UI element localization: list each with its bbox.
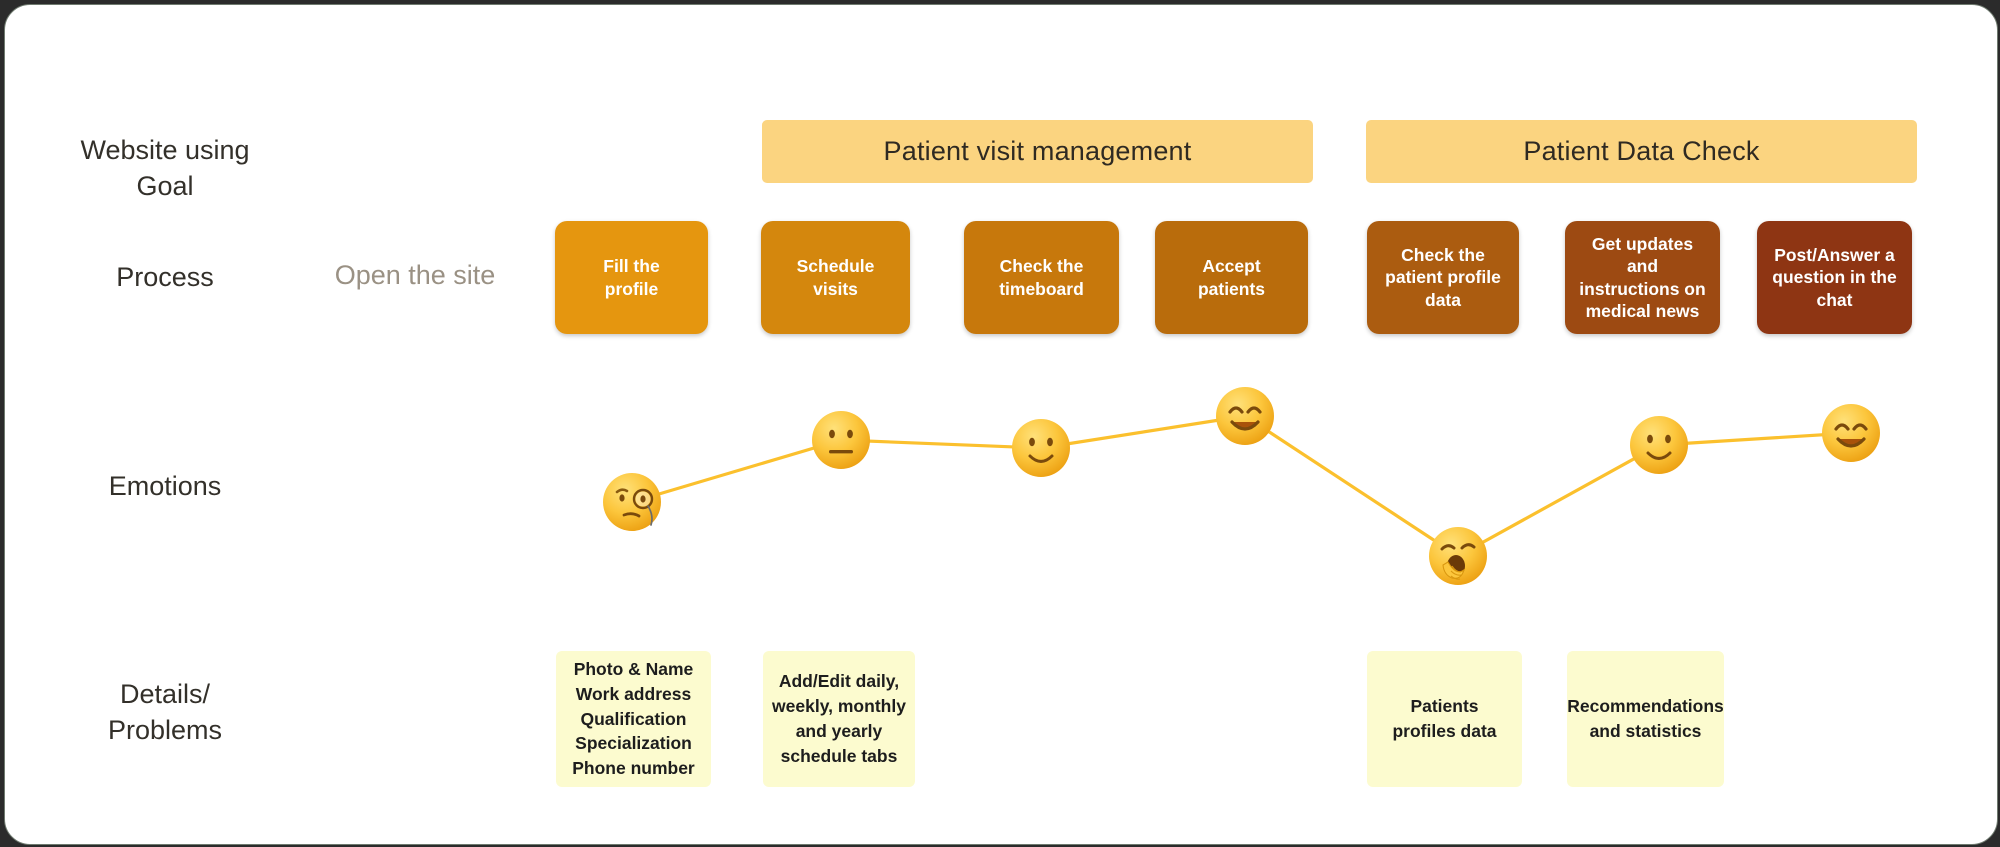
emotion-icon-face-with-monocle	[600, 470, 664, 534]
emotion-icon-neutral-face	[809, 408, 873, 472]
emotion-icon-yawning-face	[1426, 524, 1490, 588]
goal-bar-patient-data-check[interactable]: Patient Data Check	[1366, 120, 1917, 183]
row-label-goal: Website using Goal	[80, 135, 250, 201]
goal-bar-label: Patient visit management	[883, 136, 1192, 166]
process-step-open-the-site: Open the site	[334, 260, 496, 290]
process-card-check-the-timeboard[interactable]: Check the timeboard	[964, 221, 1119, 334]
emotion-icon-smiling-face-with-smiling-eyes-1	[1213, 384, 1277, 448]
row-label-details: Details/ Problems	[107, 679, 223, 745]
process-card-label: Accept patients	[1197, 256, 1266, 299]
detail-note-label: Recommendations and statistics	[1567, 696, 1724, 741]
process-card-label: Check the patient profile data	[1385, 244, 1501, 310]
process-card-label: Post/Answer a question in the chat	[1772, 244, 1897, 310]
detail-note-schedule-tabs[interactable]: Add/Edit daily, weekly, monthly and year…	[763, 651, 915, 787]
detail-note-label: Patients profiles data	[1392, 696, 1497, 741]
emotion-icon-slightly-smiling-face-2	[1627, 413, 1691, 477]
journey-map-canvas: Website using Goal Process Emotions Deta…	[4, 4, 1998, 845]
row-label-process: Process	[116, 262, 214, 292]
row-label-emotions: Emotions	[108, 471, 222, 501]
goal-bar-patient-visit-management[interactable]: Patient visit management	[762, 120, 1313, 183]
process-card-get-updates[interactable]: Get updates and instructions on medical …	[1565, 221, 1720, 334]
emotion-icon-slightly-smiling-face-1	[1009, 416, 1073, 480]
detail-note-profile-fields[interactable]: Photo & Name Work address Qualification …	[556, 651, 711, 787]
detail-note-label: Photo & Name Work address Qualification …	[572, 658, 695, 779]
detail-note-recommendations-statistics[interactable]: Recommendations and statistics	[1567, 651, 1724, 787]
detail-note-patients-profiles-data[interactable]: Patients profiles data	[1367, 651, 1522, 787]
process-card-label: Schedule visits	[796, 256, 875, 299]
emotion-icon-smiling-face-with-smiling-eyes-2	[1819, 401, 1883, 465]
process-card-check-patient-profile-data[interactable]: Check the patient profile data	[1367, 221, 1519, 334]
process-card-label: Get updates and instructions on medical …	[1579, 233, 1706, 321]
detail-note-label: Add/Edit daily, weekly, monthly and year…	[772, 671, 906, 766]
process-card-label: Check the timeboard	[999, 256, 1084, 299]
process-card-schedule-visits[interactable]: Schedule visits	[761, 221, 910, 334]
process-card-post-answer-question[interactable]: Post/Answer a question in the chat	[1757, 221, 1912, 334]
process-card-label: Fill the profile	[603, 256, 660, 299]
process-card-fill-the-profile[interactable]: Fill the profile	[555, 221, 708, 334]
process-card-accept-patients[interactable]: Accept patients	[1155, 221, 1308, 334]
goal-bar-label: Patient Data Check	[1523, 136, 1760, 166]
